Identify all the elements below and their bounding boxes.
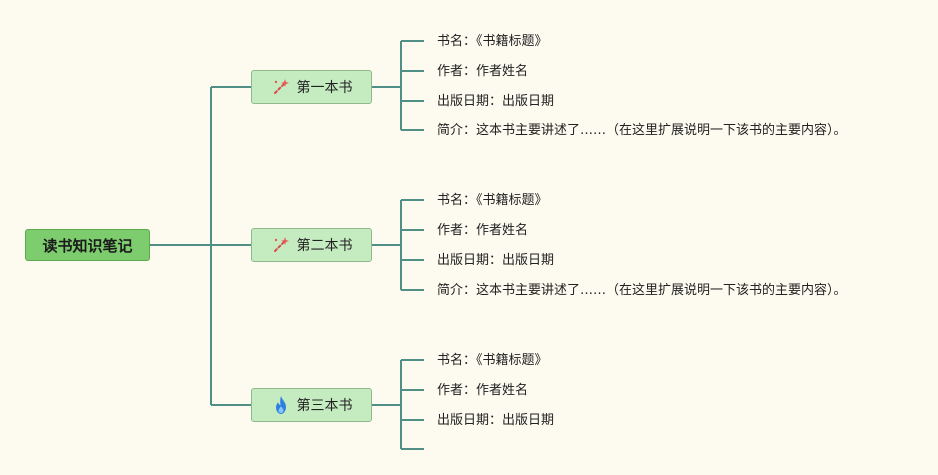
branch-node-book-2[interactable]: 第二本书 [251,228,372,262]
branch-node-book-3[interactable]: 第三本书 [251,388,372,422]
leaf-date-1[interactable]: 出版日期：出版日期 [437,94,555,109]
magic-wand-icon [271,235,291,255]
leaf-author-1[interactable]: 作者：作者姓名 [437,64,529,79]
fire-icon [271,395,291,415]
leaf-author-2[interactable]: 作者：作者姓名 [437,223,529,238]
leaf-title-2[interactable]: 书名：《书籍标题》 [437,193,548,208]
leaf-date-3[interactable]: 出版日期：出版日期 [437,413,555,428]
magic-wand-icon [271,77,291,97]
branch-label: 第一本书 [296,80,353,96]
leaf-author-3[interactable]: 作者：作者姓名 [437,383,529,398]
leaf-summary-2[interactable]: 简介：这本书主要讲述了……（在这里扩展说明一下该书的主要内容）。 [437,283,847,298]
leaf-date-2[interactable]: 出版日期：出版日期 [437,253,555,268]
leaf-title-1[interactable]: 书名：《书籍标题》 [437,34,548,49]
branch-label: 第三本书 [296,398,353,414]
branch-label: 第二本书 [296,238,353,254]
branch-node-book-1[interactable]: 第一本书 [251,70,372,104]
leaf-title-3[interactable]: 书名：《书籍标题》 [437,353,548,368]
root-node[interactable]: 读书知识笔记 [25,229,150,261]
root-node-label: 读书知识笔记 [42,236,133,255]
leaf-summary-1[interactable]: 简介：这本书主要讲述了……（在这里扩展说明一下该书的主要内容）。 [437,123,847,138]
